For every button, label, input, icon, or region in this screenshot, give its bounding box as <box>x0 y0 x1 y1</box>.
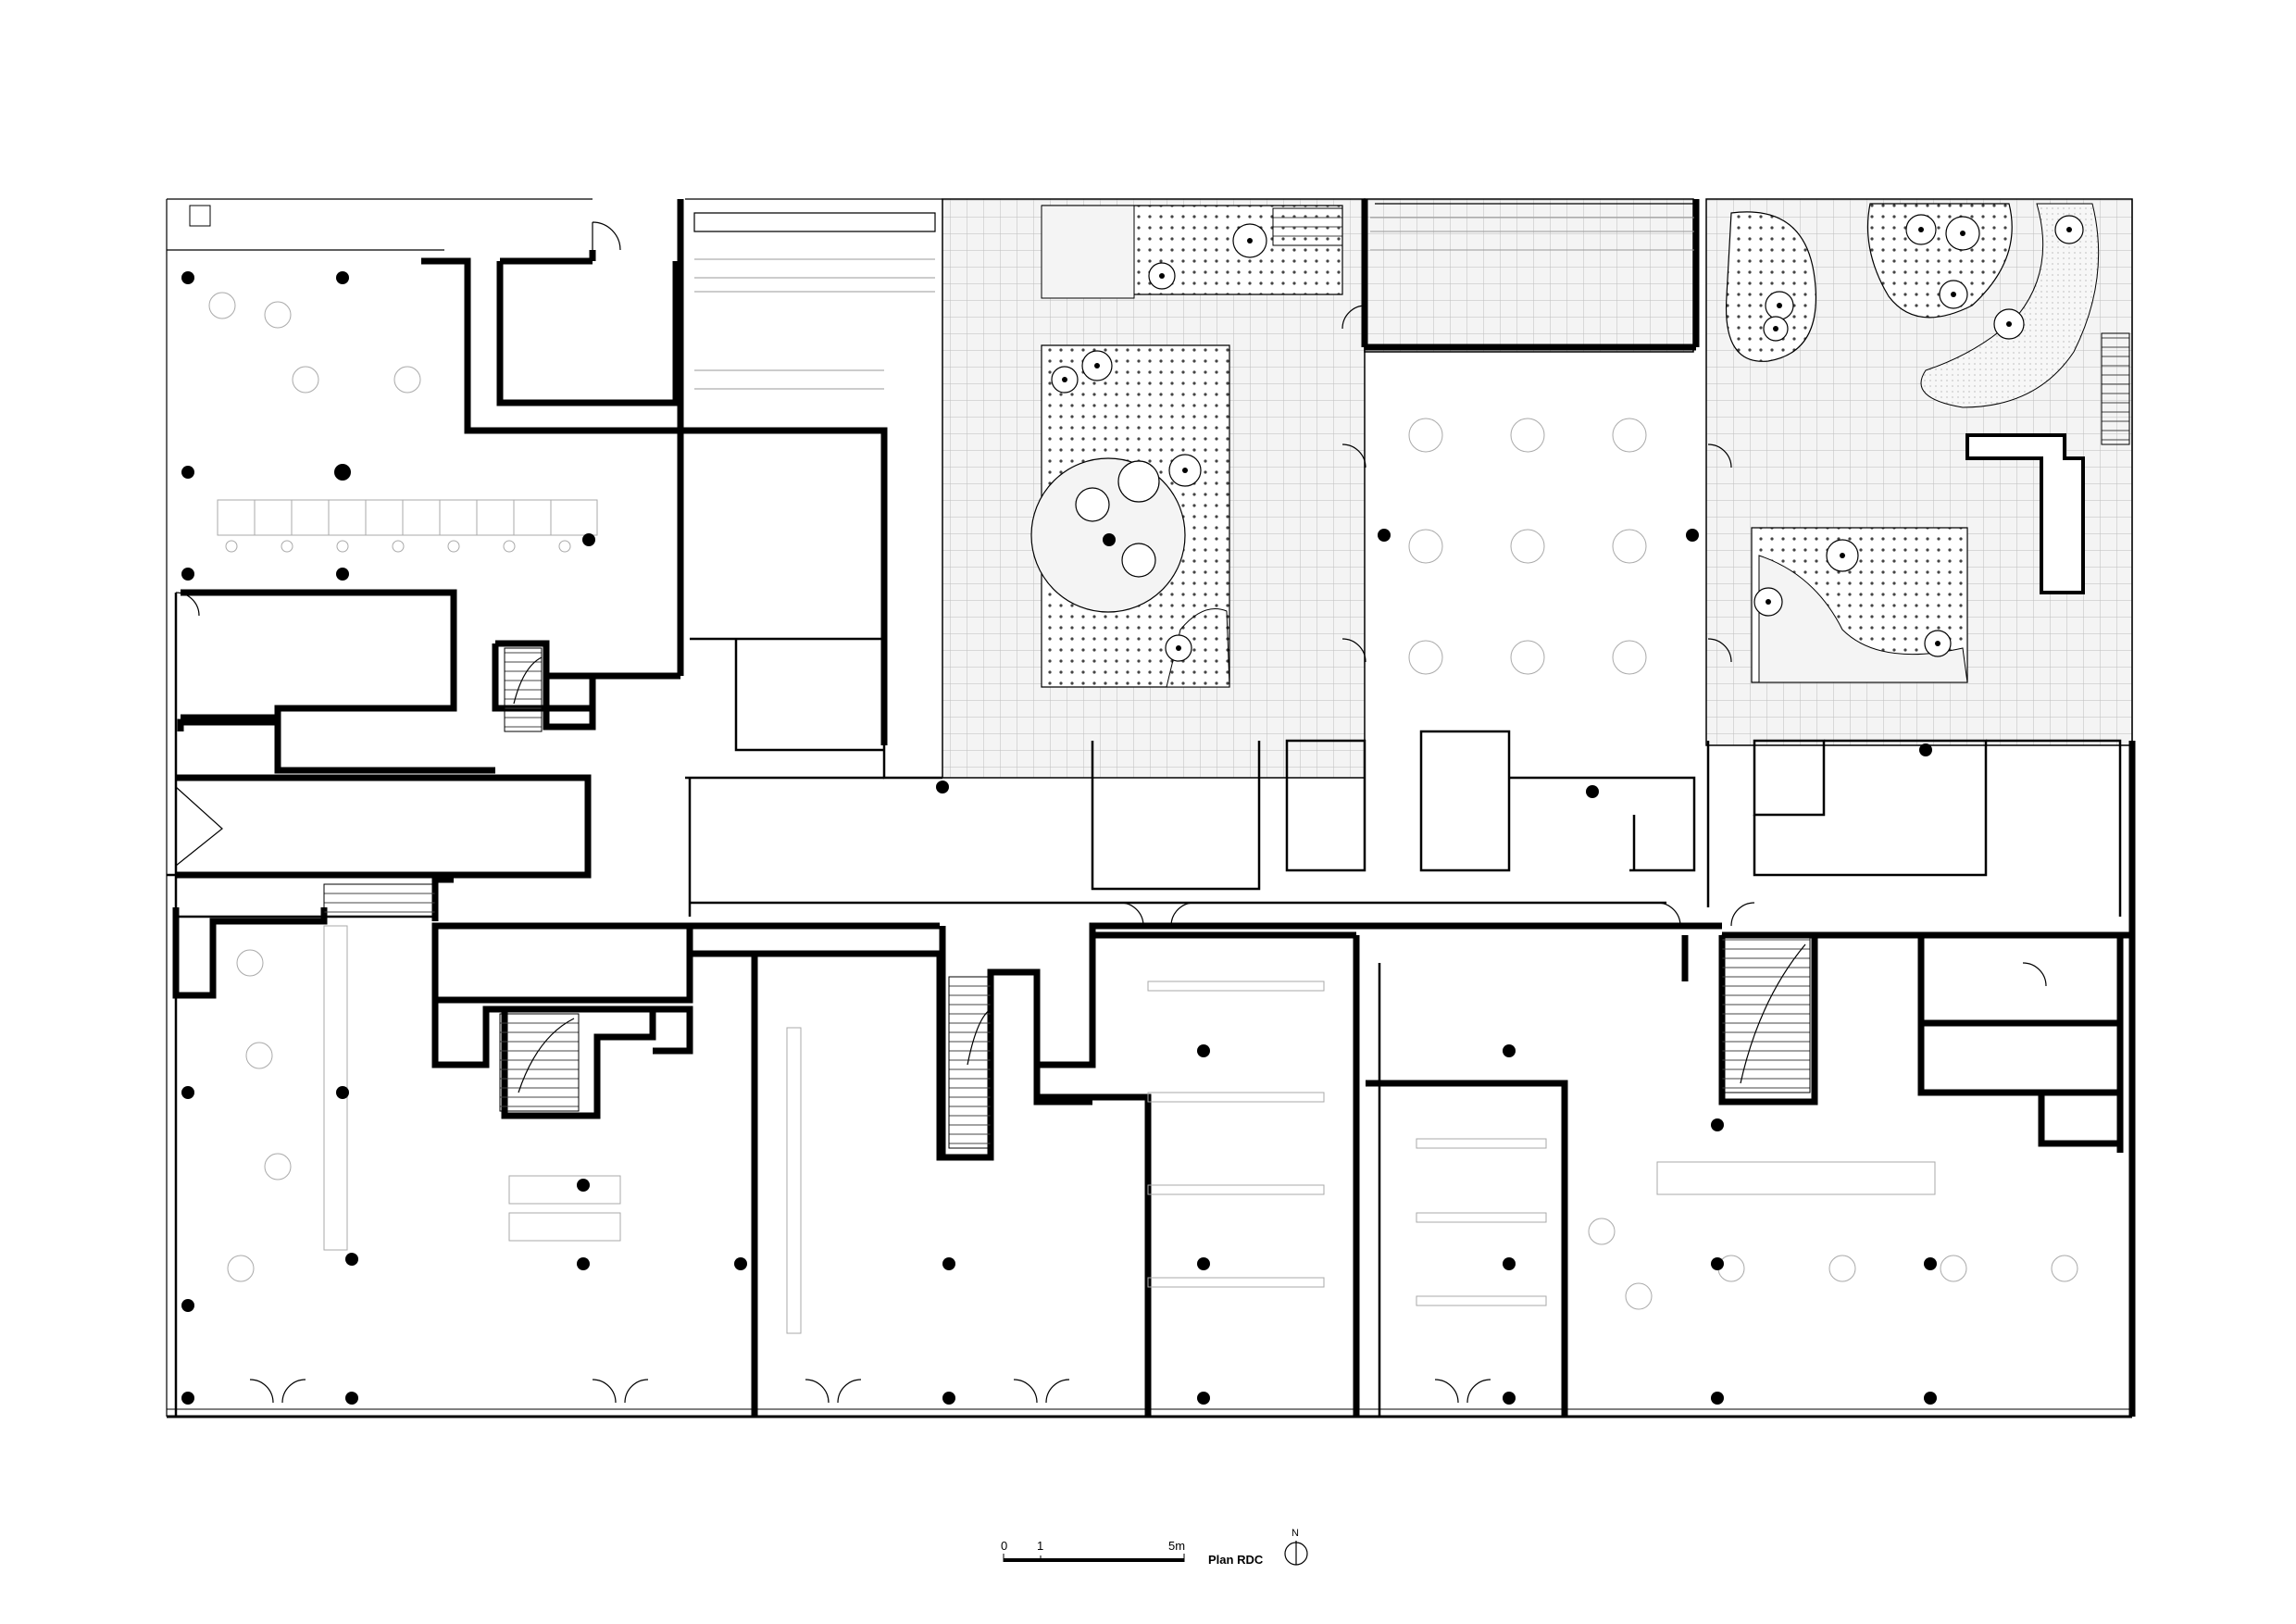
interior-walls <box>167 593 2122 1417</box>
scale-tick-0: 0 <box>1001 1539 1007 1553</box>
stairs <box>175 207 2130 1149</box>
scale-tick-5m: 5m <box>1168 1539 1185 1553</box>
bike-racks <box>693 203 1694 390</box>
furniture <box>208 292 2078 1334</box>
trees <box>1051 214 2084 662</box>
north-arrow-icon: N <box>1284 1528 1308 1566</box>
doors <box>175 221 2047 1404</box>
scale-bar: 0 1 5m <box>1001 1539 1185 1562</box>
columns <box>181 271 1937 1405</box>
north-label: N <box>1292 1528 1299 1539</box>
plan-title: Plan RDC <box>1208 1553 1264 1567</box>
facade-line <box>167 1408 2132 1418</box>
scale-tick-1: 1 <box>1037 1539 1043 1553</box>
